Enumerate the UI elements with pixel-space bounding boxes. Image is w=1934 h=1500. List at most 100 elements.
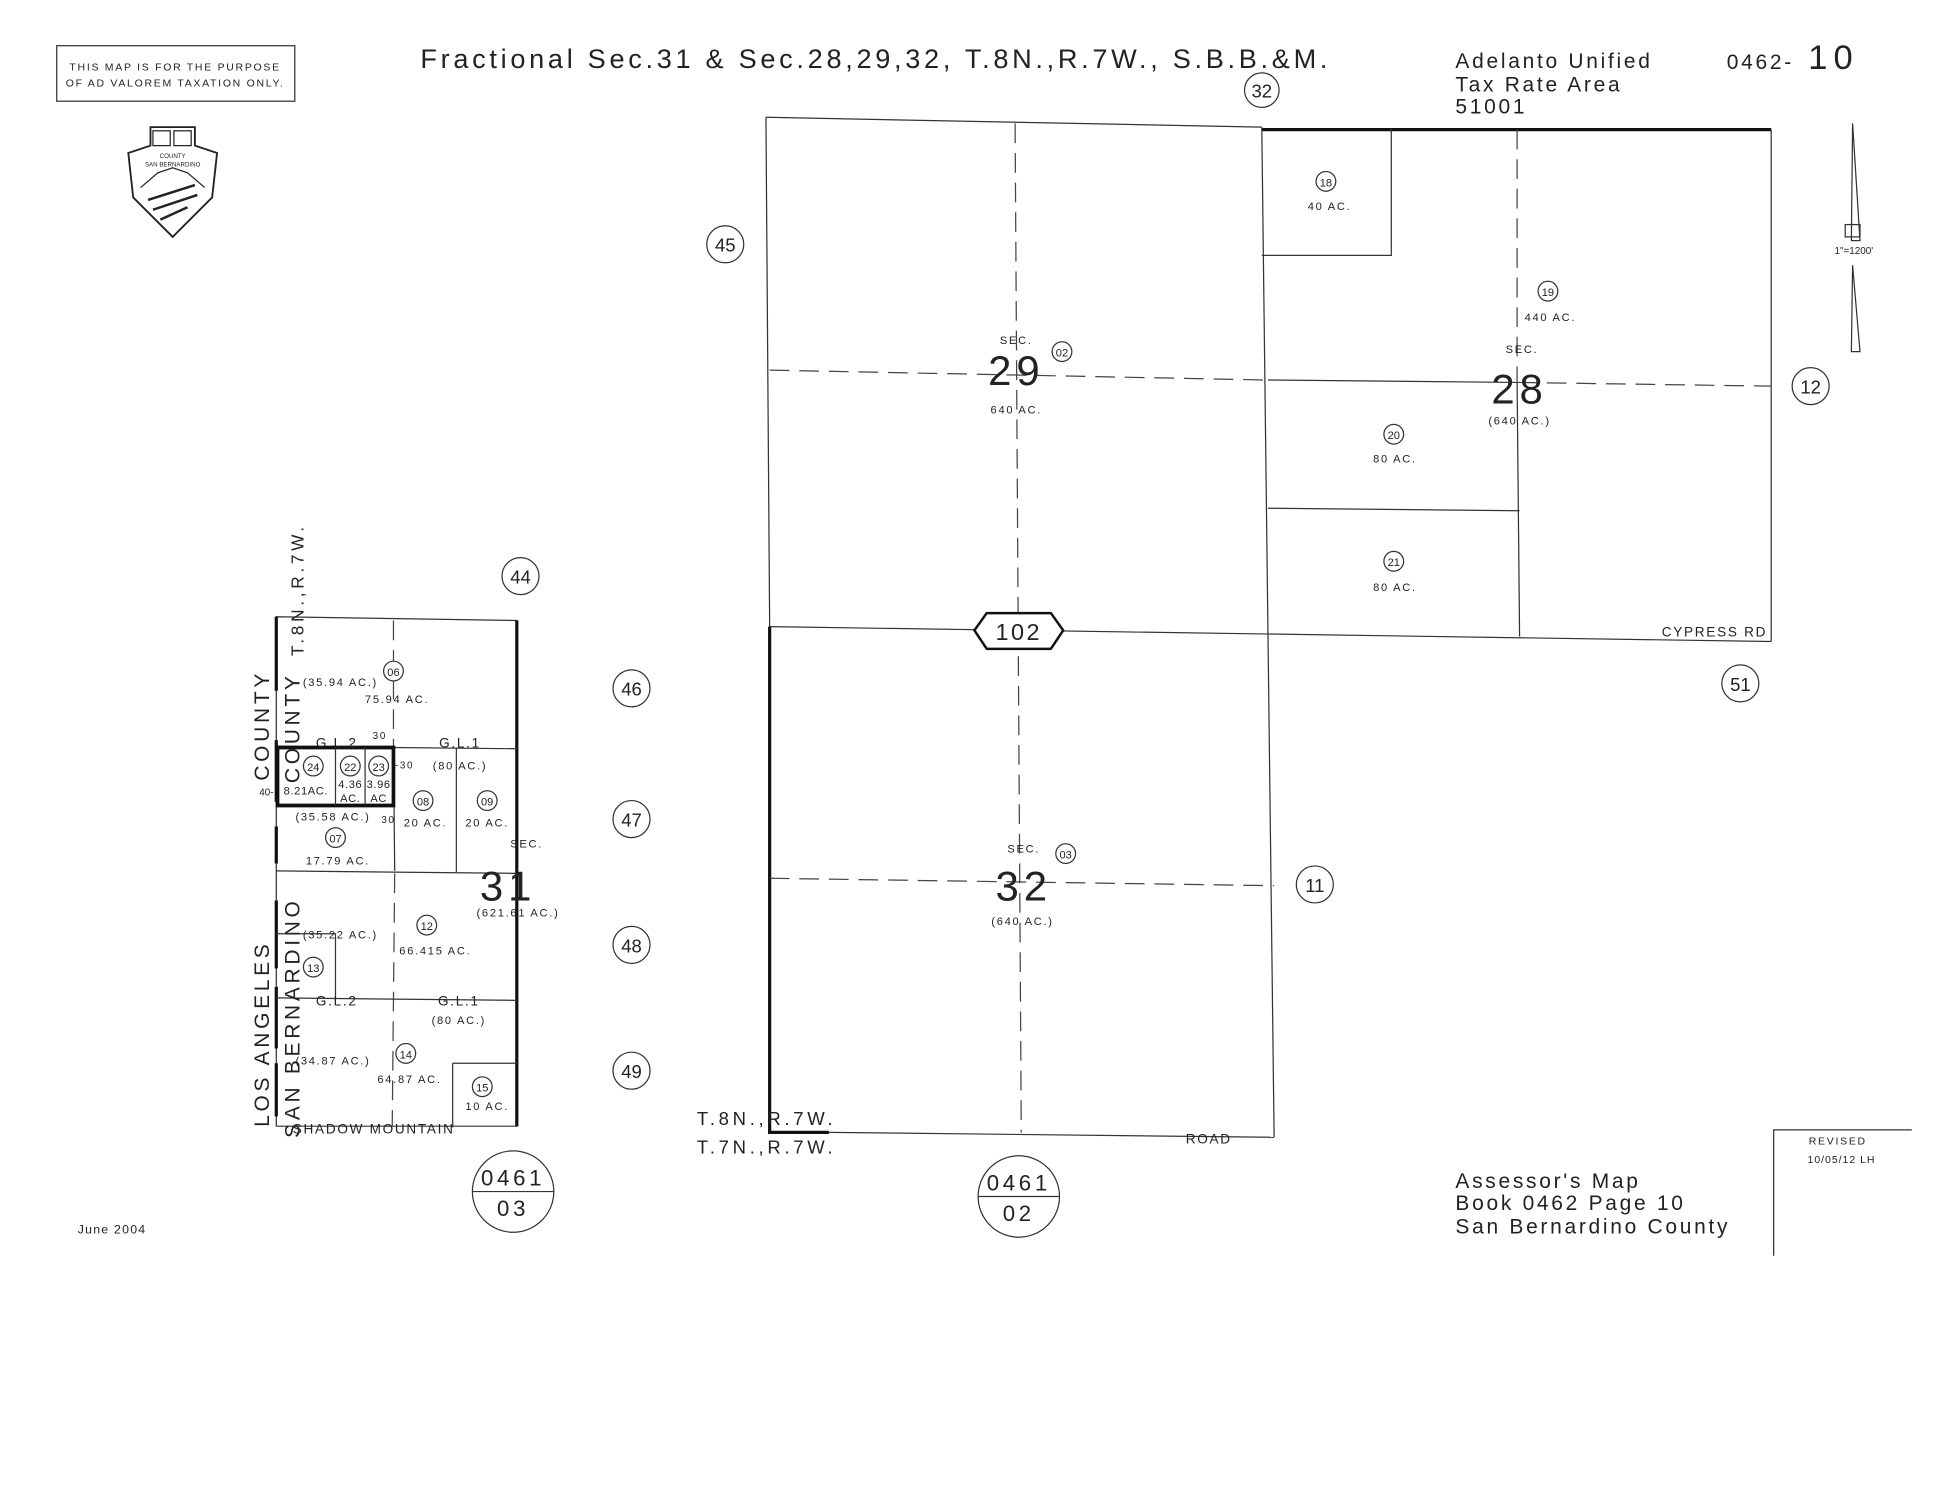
tax-rate-area: Adelanto Unified Tax Rate Area 51001 (1455, 50, 1652, 119)
parcel-id: 09 (481, 797, 493, 809)
dimension-label: -30 (395, 761, 414, 772)
township-label: T.8N.,R.7W. (697, 1108, 836, 1129)
road-label: SHADOW MOUNTAIN (293, 1122, 455, 1137)
tax-area-line: Tax Rate Area (1455, 73, 1622, 96)
parcel-id: 24 (307, 762, 319, 774)
parcel-id: 19 (1542, 287, 1554, 299)
county-label: LOS ANGELES (251, 941, 274, 1127)
page-ref-left: 0461 03 (471, 1150, 555, 1233)
section-area: (640 AC.) (1488, 415, 1550, 427)
neighbor-label: 51 (1730, 674, 1751, 695)
parcel-area: 20 AC. (404, 817, 448, 829)
route-shield: 102 (973, 611, 1065, 651)
route-number: 102 (996, 619, 1042, 645)
section-number: 28 (1491, 365, 1548, 412)
neighbor-ref: 44 (501, 556, 540, 596)
parcel-id: 20 (1388, 430, 1400, 442)
section-number: 29 (988, 347, 1045, 394)
parcel-area: 20 AC. (465, 817, 509, 829)
map-title: Fractional Sec.31 & Sec.28,29,32, T.8N.,… (420, 43, 1331, 74)
parcel-area: 64.87 AC. (377, 1074, 441, 1086)
parcel-lines (765, 116, 1772, 1138)
parcel-id: 23 (372, 762, 384, 774)
road-label: ROAD (1186, 1131, 1232, 1146)
parcel-id: 21 (1388, 557, 1400, 569)
scale-label: 1"=1200' (1835, 246, 1874, 257)
parcel-area: AC. (340, 793, 360, 805)
county-seal: COUNTY SAN BERNARDINO (127, 126, 219, 239)
parcel-id: 22 (344, 762, 356, 774)
neighbor-ref: 46 (612, 669, 651, 708)
neighbor-ref: 51 (1721, 664, 1760, 703)
parcel-sub-area: (35.58 AC.) (295, 811, 370, 823)
sec-label: SEC. (510, 838, 543, 850)
neighbor-ref: 48 (612, 925, 651, 964)
map-date: June 2004 (78, 1223, 147, 1237)
disclaimer-box: THIS MAP IS FOR THE PURPOSE OF AD VALORE… (56, 45, 296, 102)
township-label: T.7N.,R.7W. (697, 1136, 836, 1157)
parcel-18: 18 40 AC. (1308, 170, 1352, 213)
lot-label: G.L.2 (316, 993, 358, 1008)
parcel-id: 07 (329, 834, 341, 846)
parcel-id: 18 (1320, 177, 1332, 189)
parcel-area: AC (370, 793, 387, 805)
parcel-area: 80 AC. (1373, 582, 1417, 594)
map-book-number: 0462- (1727, 51, 1794, 74)
assessor-line: Book 0462 Page 10 (1455, 1192, 1685, 1215)
sec-label: SEC. (1000, 335, 1033, 347)
neighbor-ref: 12 (1791, 367, 1830, 406)
neighbor-label: 12 (1800, 377, 1821, 398)
neighbor-ref: 32 (1243, 72, 1280, 109)
page-ref-center: 0461 02 (977, 1155, 1061, 1238)
section-number: 31 (480, 862, 536, 909)
parcel-area: 80 AC. (1373, 454, 1417, 466)
page-ref-book: 0461 (987, 1170, 1051, 1195)
assessor-line: Assessor's Map (1455, 1170, 1640, 1193)
neighbor-ref: 49 (612, 1051, 651, 1090)
parcel-sub-area: (35.22 AC.) (303, 930, 378, 942)
parcel-id: 15 (476, 1083, 488, 1095)
page-ref-page: 02 (1003, 1201, 1035, 1226)
parcel-19: 19 440 AC. (1525, 280, 1577, 324)
parcel-area: 66.415 AC. (399, 946, 471, 958)
parcel-area: 3.96 (367, 779, 391, 791)
north-arrow-icon: 1"=1200' (1835, 123, 1874, 353)
seal-text: COUNTY (160, 153, 186, 160)
parcel-area: 440 AC. (1525, 312, 1577, 324)
section-area: 640 AC. (991, 404, 1043, 416)
parcel-id: 14 (400, 1049, 412, 1061)
parcel-21: 21 80 AC. (1373, 550, 1417, 594)
parcel-area: 4.36 (338, 779, 362, 791)
parcel-id: 06 (387, 667, 399, 679)
road-label: CYPRESS RD (1662, 625, 1767, 640)
neighbor-label: 45 (715, 235, 736, 256)
tax-area-line: 51001 (1455, 96, 1527, 119)
neighbor-ref: 45 (706, 225, 745, 264)
sec-label: SEC. (1007, 843, 1040, 855)
section-number: 32 (995, 862, 1052, 909)
parcel-area: 40 AC. (1308, 201, 1352, 213)
lot-area: (80 AC.) (432, 1015, 487, 1027)
revised-box: REVISED 10/05/12 LH (1773, 1129, 1912, 1256)
parcel-area: 8.21AC. (284, 785, 328, 797)
neighbor-label: 48 (621, 935, 642, 956)
neighbor-label: 46 (621, 679, 642, 700)
revised-date: 10/05/12 LH (1808, 1155, 1876, 1166)
lot-label: G.L.1 (439, 736, 481, 751)
parcel-20: 20 80 AC. (1373, 423, 1417, 466)
parcel-id: 12 (421, 921, 433, 933)
neighbor-label: 11 (1305, 875, 1324, 896)
left-parcel-lines (274, 616, 519, 1128)
sec-label: SEC. (1506, 344, 1539, 356)
county-label: COUNTY (282, 672, 305, 783)
disclaimer-line: THIS MAP IS FOR THE PURPOSE (69, 62, 280, 73)
dimension-label: 30 (373, 731, 387, 742)
tax-area-line: Adelanto Unified (1455, 50, 1652, 73)
parcel-area: 17.79 AC. (306, 856, 370, 868)
neighbor-label: 49 (621, 1061, 642, 1082)
county-label: SAN BERNARDINO (282, 897, 305, 1137)
assessor-line: San Bernardino County (1455, 1216, 1730, 1239)
disclaimer-line: OF AD VALOREM TAXATION ONLY. (66, 78, 285, 89)
parcel-sub-area: (35.94 AC.) (303, 677, 378, 689)
dimension-label: 30 (381, 815, 395, 826)
